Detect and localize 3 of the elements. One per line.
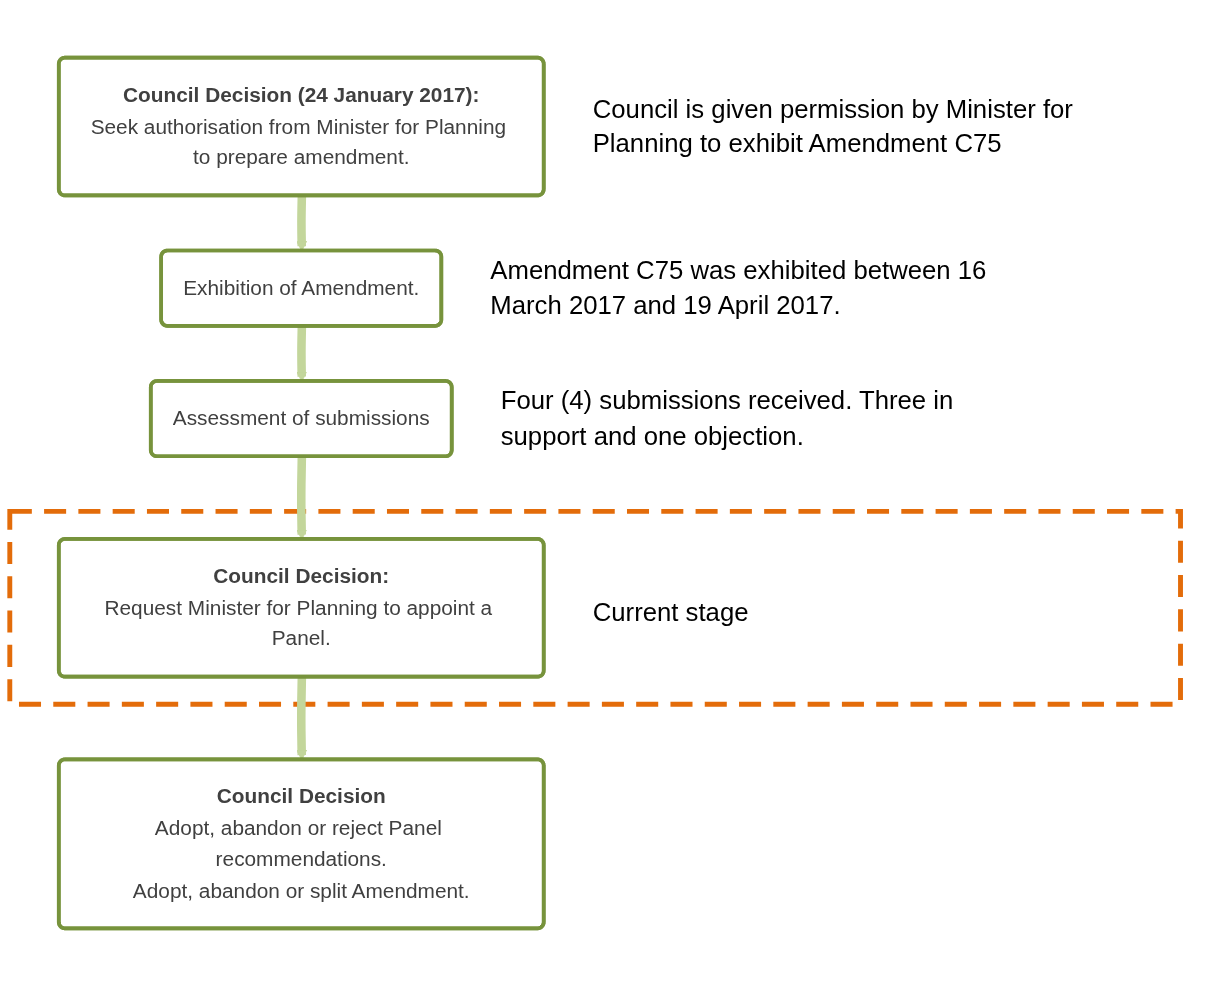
- annotation-text: Amendment C75 was exhibited between 16 March 2017 and 19 April 2017.: [490, 254, 988, 321]
- annotation-text: Council is given permission by Minister for Planning to exhibit Amendment C75: [592, 93, 1074, 160]
- annotation-text: Four (4) submissions received. Three in support and one objection.: [500, 385, 955, 452]
